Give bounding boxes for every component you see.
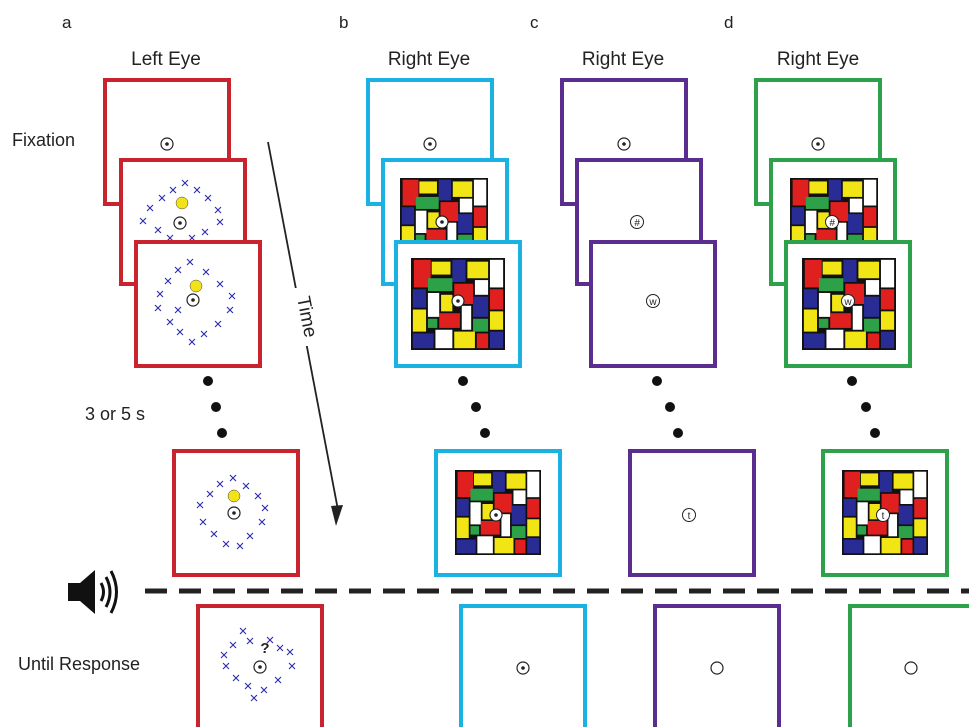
- letter-c-second: #: [634, 218, 640, 229]
- duration-label: 3 or 5 s: [85, 404, 145, 424]
- target-dot: [227, 489, 241, 503]
- ellipsis-b: [458, 376, 490, 438]
- fixation-target-icon: [253, 660, 267, 674]
- target-dot: [189, 279, 203, 293]
- empty-fixation-icon: [904, 661, 918, 675]
- fixation-target-icon: [186, 293, 200, 307]
- fixation-target-icon: [227, 506, 241, 520]
- response-b: [459, 604, 587, 727]
- fixation-target-icon: [160, 137, 174, 151]
- panel-letter-b: b: [339, 13, 348, 32]
- letter-d-second: #: [829, 218, 835, 229]
- fixation-target-icon: [173, 216, 187, 230]
- panel-d-stack: # w: [754, 78, 912, 368]
- panel-letter-a: a: [62, 13, 72, 32]
- target-dot: [175, 196, 189, 210]
- response-frame-b: [459, 604, 587, 727]
- ellipsis-a: [203, 376, 227, 438]
- fixation-label: Fixation: [12, 130, 75, 150]
- response-d: [848, 604, 969, 727]
- empty-fixation-icon: [710, 661, 724, 675]
- letter-d-final: t: [882, 511, 885, 522]
- letter-c-third: w: [648, 297, 657, 308]
- panel-letter-d: d: [724, 13, 733, 32]
- ellipsis-d: [847, 376, 880, 438]
- panel-c-stack: # w: [560, 78, 717, 368]
- response-a: ?: [196, 604, 324, 727]
- eye-title-c: Right Eye: [582, 49, 664, 70]
- response-c: [653, 604, 781, 727]
- panel-d-final: t: [821, 449, 949, 577]
- panel-b-final: [434, 449, 562, 577]
- panel-b-stack: [366, 78, 522, 368]
- panel-letter-c: c: [530, 13, 539, 32]
- panel-a-frame-final: [172, 449, 300, 577]
- panel-a-stack: [103, 78, 262, 368]
- speaker-icon: [68, 570, 118, 614]
- question-mark: ?: [260, 640, 269, 657]
- eye-title-a: Left Eye: [131, 49, 201, 70]
- letter-d-third: w: [843, 297, 852, 308]
- time-arrow: Time: [267, 141, 343, 526]
- ellipsis-c: [652, 376, 683, 438]
- panel-a-final: [172, 449, 300, 577]
- eye-title-d: Right Eye: [777, 49, 859, 70]
- eye-title-b: Right Eye: [388, 49, 470, 70]
- until-response-label: Until Response: [18, 654, 140, 674]
- letter-c-final: t: [688, 511, 691, 522]
- panel-c-final: t: [628, 449, 756, 577]
